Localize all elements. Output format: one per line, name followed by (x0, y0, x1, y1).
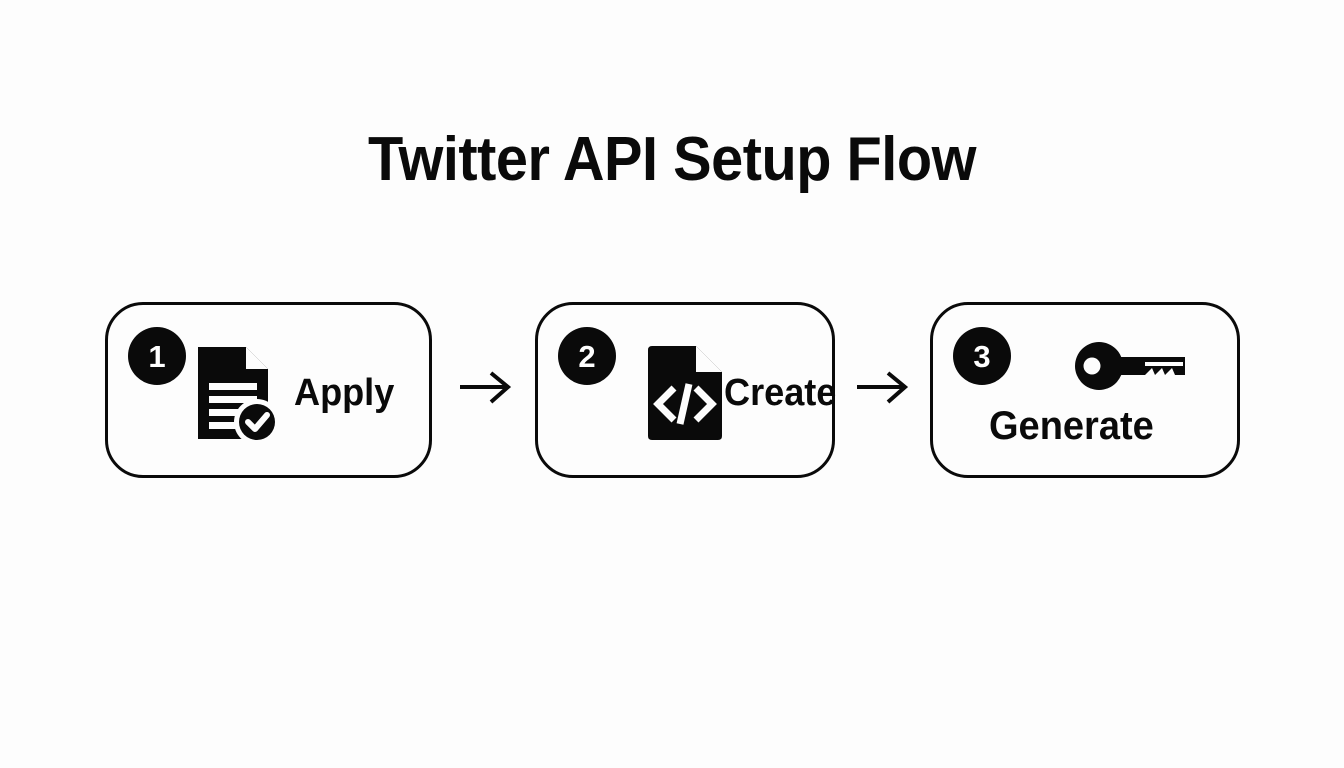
flow-step-card-1[interactable]: 1 Apply (105, 302, 432, 478)
page-title: Twitter API Setup Flow (367, 125, 977, 194)
step-number-badge-3: 3 (953, 327, 1011, 385)
step-number-badge-1: 1 (128, 327, 186, 385)
step-content-1: Apply (194, 305, 429, 481)
key-icon (1073, 340, 1191, 392)
flow-step-card-3[interactable]: 3 Generate (930, 302, 1240, 478)
step-number-badge-2: 2 (558, 327, 616, 385)
flow-row: 1 Apply (0, 302, 1344, 478)
document-check-icon (194, 343, 280, 445)
step-content-2: Create (646, 305, 836, 481)
step-content-3: Generate (989, 305, 1237, 481)
step-label-1: Apply (294, 372, 395, 414)
code-file-icon (646, 344, 724, 442)
step-label-3: Generate (989, 404, 1154, 448)
flow-step-card-2[interactable]: 2 Create (535, 302, 836, 481)
arrow-right-icon-1 (458, 364, 514, 410)
step-label-2: Create (724, 372, 837, 414)
arrow-right-icon-2 (855, 364, 911, 410)
